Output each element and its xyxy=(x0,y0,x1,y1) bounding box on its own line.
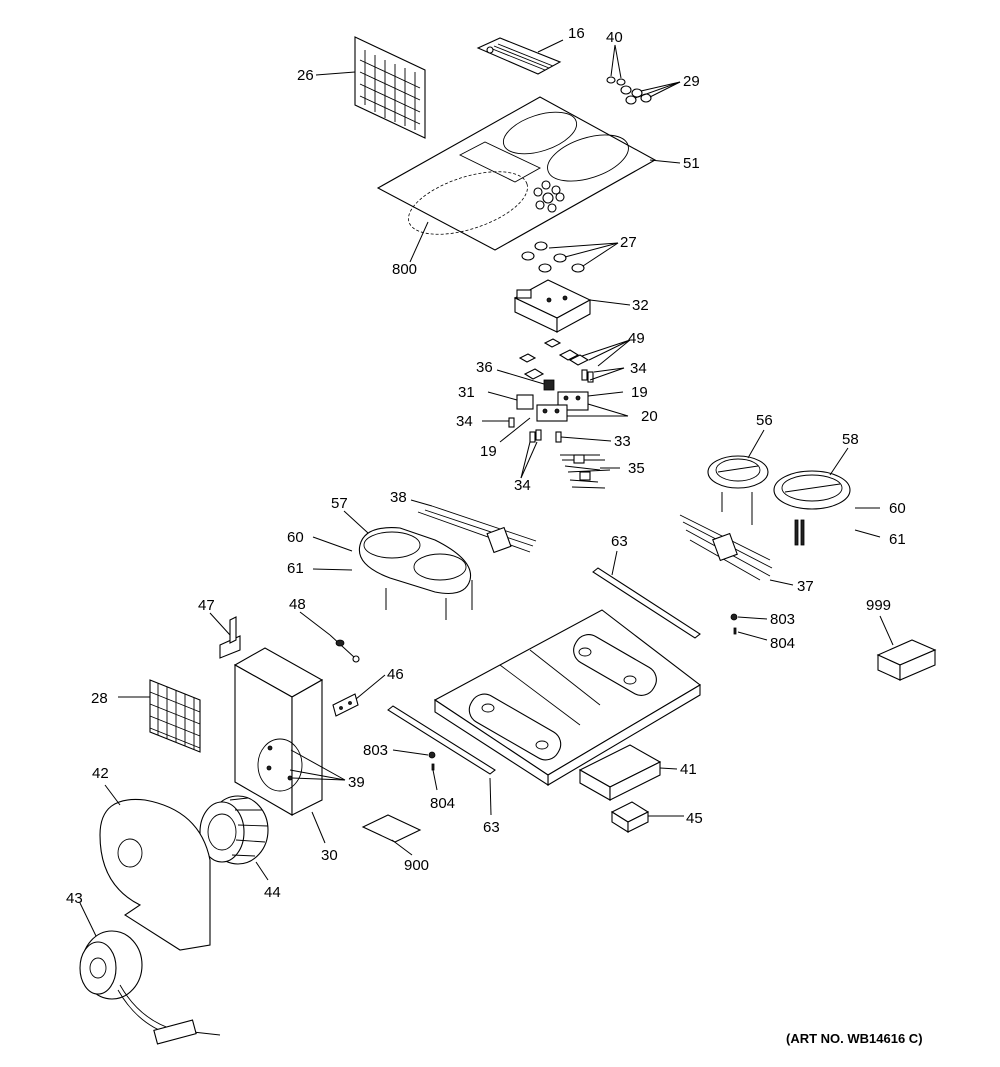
part-44-blower-wheel xyxy=(199,795,269,865)
callout-30: 30 xyxy=(321,847,338,864)
callout-20: 20 xyxy=(641,408,658,425)
callout-60-right: 60 xyxy=(889,500,906,517)
callout-41: 41 xyxy=(680,761,697,778)
callout-803-lower: 803 xyxy=(363,742,388,759)
callout-61-left: 61 xyxy=(287,560,304,577)
part-63-trim-strip-upper xyxy=(592,567,701,639)
part-27-grommets xyxy=(521,241,585,273)
art-number: (ART NO. WB14616 C) xyxy=(786,1031,923,1046)
callout-37: 37 xyxy=(797,578,814,595)
part-36-switch xyxy=(543,379,555,391)
callout-804-right: 804 xyxy=(770,635,795,652)
part-45-small-tray xyxy=(610,801,650,833)
leader-lines xyxy=(79,39,894,937)
part-803-804-screws-lower xyxy=(428,751,436,771)
part-37-wire-bundle-right xyxy=(679,514,773,581)
callout-51: 51 xyxy=(683,155,700,172)
part-56-burner-small xyxy=(707,455,769,525)
callout-57: 57 xyxy=(331,495,348,512)
callout-803-right: 803 xyxy=(770,611,795,628)
callout-42: 42 xyxy=(92,765,109,782)
part-46-terminal-block xyxy=(332,693,359,717)
part-48-sensor xyxy=(329,634,360,663)
part-803-804-screws-right xyxy=(730,613,738,635)
callout-44: 44 xyxy=(264,884,281,901)
callout-43: 43 xyxy=(66,890,83,907)
callout-46: 46 xyxy=(387,666,404,683)
part-41-tray xyxy=(578,744,662,801)
part-900-instruction-sheet xyxy=(361,814,422,843)
part-31-19-20-relays xyxy=(516,391,589,422)
cooktop-chassis-box xyxy=(433,609,701,787)
part-34-connectors-upper xyxy=(581,369,594,383)
callout-61-right: 61 xyxy=(889,531,906,548)
callout-34-upper: 34 xyxy=(630,360,647,377)
callout-19-upper: 19 xyxy=(631,384,648,401)
callout-35: 35 xyxy=(628,460,645,477)
callout-804-lower: 804 xyxy=(430,795,455,812)
part-42-blower-housing xyxy=(99,798,211,951)
part-43-motor xyxy=(79,930,221,1045)
callout-60-left: 60 xyxy=(287,529,304,546)
part-800-glass-cooktop xyxy=(376,96,657,251)
callout-26: 26 xyxy=(297,67,314,84)
callout-labels: 16 40 29 26 51 800 27 32 49 36 34 31 19 … xyxy=(66,25,906,907)
part-47-bracket xyxy=(219,616,241,659)
part-57-dual-burner xyxy=(358,527,473,620)
part-999-literature-box xyxy=(876,639,937,681)
callout-58: 58 xyxy=(842,431,859,448)
callout-28: 28 xyxy=(91,690,108,707)
callout-36: 36 xyxy=(476,359,493,376)
callout-63-upper: 63 xyxy=(611,533,628,550)
callout-49: 49 xyxy=(628,330,645,347)
callout-19-lower: 19 xyxy=(480,443,497,460)
callout-47: 47 xyxy=(198,597,215,614)
callout-999: 999 xyxy=(866,597,891,614)
part-26-mesh-panel xyxy=(354,36,426,139)
callout-800: 800 xyxy=(392,261,417,278)
part-16-vent-grille xyxy=(476,37,562,75)
callout-63-lower: 63 xyxy=(483,819,500,836)
callout-32: 32 xyxy=(632,297,649,314)
part-35-wire-harness xyxy=(560,454,611,489)
callout-16: 16 xyxy=(568,25,585,42)
callout-40: 40 xyxy=(606,29,623,46)
callout-45: 45 xyxy=(686,810,703,827)
callout-39: 39 xyxy=(348,774,365,791)
part-34-33-connectors-lower xyxy=(508,417,562,443)
callout-31: 31 xyxy=(458,384,475,401)
callout-29: 29 xyxy=(683,73,700,90)
callout-900: 900 xyxy=(404,857,429,874)
callout-34-left: 34 xyxy=(456,413,473,430)
part-30-plenum-box xyxy=(233,647,324,816)
callout-27: 27 xyxy=(620,234,637,251)
part-63-trim-strip-lower xyxy=(387,705,496,775)
part-40-29-knobs xyxy=(606,76,652,105)
callout-38: 38 xyxy=(390,489,407,506)
part-38-wire-bundle-left xyxy=(417,505,537,554)
callout-56: 56 xyxy=(756,412,773,429)
callout-48: 48 xyxy=(289,596,306,613)
part-49-pads xyxy=(518,338,590,380)
part-28-screen xyxy=(149,679,201,753)
part-32-control-bracket xyxy=(513,279,592,333)
part-58-burner-large xyxy=(773,470,851,546)
callout-34-lower: 34 xyxy=(514,477,531,494)
callout-33: 33 xyxy=(614,433,631,450)
